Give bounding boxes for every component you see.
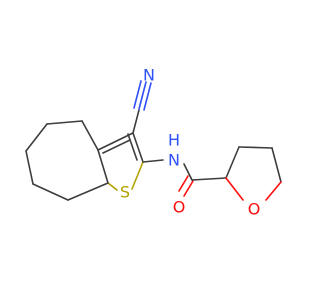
bond-thf-c2-c3 (225, 146, 240, 179)
bond-thf-c3-c4 (238, 146, 273, 149)
bond-nitrile-triple-1 (138, 81, 147, 110)
bond-c6-c7 (25, 150, 34, 185)
bond-nh-carbonyl (183, 163, 193, 181)
bond-c2-c3-double (127, 133, 138, 161)
bond-c8-c8a (67, 182, 109, 201)
nitrile-n-label: N (143, 66, 155, 85)
bond-c3-cnitrile (132, 109, 140, 134)
bond-c3-c2 (132, 132, 144, 163)
bond-thf-o-c2 (225, 177, 244, 201)
bond-carbonyl-o-1 (183, 180, 194, 197)
sulfur-label: S (120, 183, 130, 202)
bond-s-c2 (131, 161, 144, 190)
molecule-structure-diagram: N N H S O O (25, 66, 282, 219)
bond-c5-c6 (25, 123, 48, 152)
bond-thf-c4-c5 (271, 147, 282, 183)
carbonyl-o-label: O (173, 198, 186, 217)
bond-c3-c3a (97, 132, 134, 151)
bond-c7-c8 (32, 183, 69, 201)
bond-carbonyl-c2-thf (191, 177, 227, 181)
bond-carbonyl-o-2 (178, 175, 189, 192)
bond-c2-nh (142, 159, 164, 163)
bond-thf-c5-o (265, 181, 282, 201)
amide-h-label: H (168, 131, 180, 150)
bond-c4-c5 (46, 120, 83, 125)
bond-c8a-s (107, 182, 118, 191)
bond-nitrile-triple-3 (143, 82, 152, 111)
bond-nitrile-triple-2 (133, 80, 142, 109)
bond-c3-c3a-inner (102, 139, 131, 154)
bond-c3a-c8a (97, 149, 109, 184)
ring-o-label: O (248, 200, 261, 219)
bond-c3a-c4 (81, 120, 99, 151)
amide-n-label: N (168, 151, 180, 170)
